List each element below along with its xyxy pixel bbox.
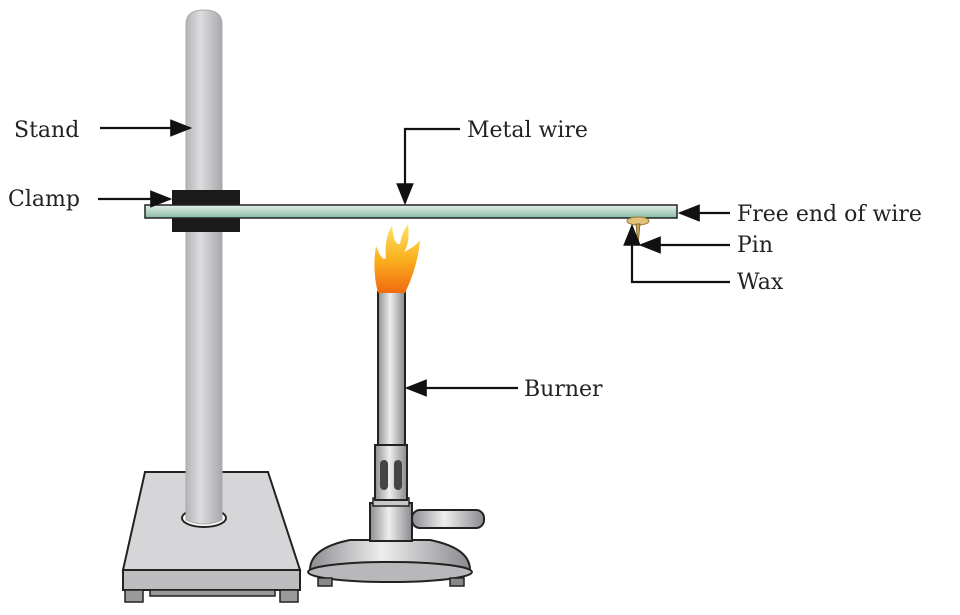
label-burner: Burner bbox=[524, 377, 603, 402]
label-wax: Wax bbox=[737, 270, 784, 295]
metal-wire bbox=[144, 204, 678, 219]
flame bbox=[374, 224, 420, 293]
label-metal-wire: Metal wire bbox=[467, 118, 588, 143]
pointer-wax bbox=[623, 223, 730, 284]
burner bbox=[307, 291, 485, 587]
label-pin: Pin bbox=[737, 233, 773, 258]
label-clamp: Clamp bbox=[8, 187, 80, 212]
stand-rod bbox=[185, 9, 223, 525]
pointer-metal-wire bbox=[396, 127, 460, 206]
pin bbox=[635, 223, 641, 247]
label-stand: Stand bbox=[14, 118, 79, 143]
label-free-end: Free end of wire bbox=[737, 202, 922, 227]
